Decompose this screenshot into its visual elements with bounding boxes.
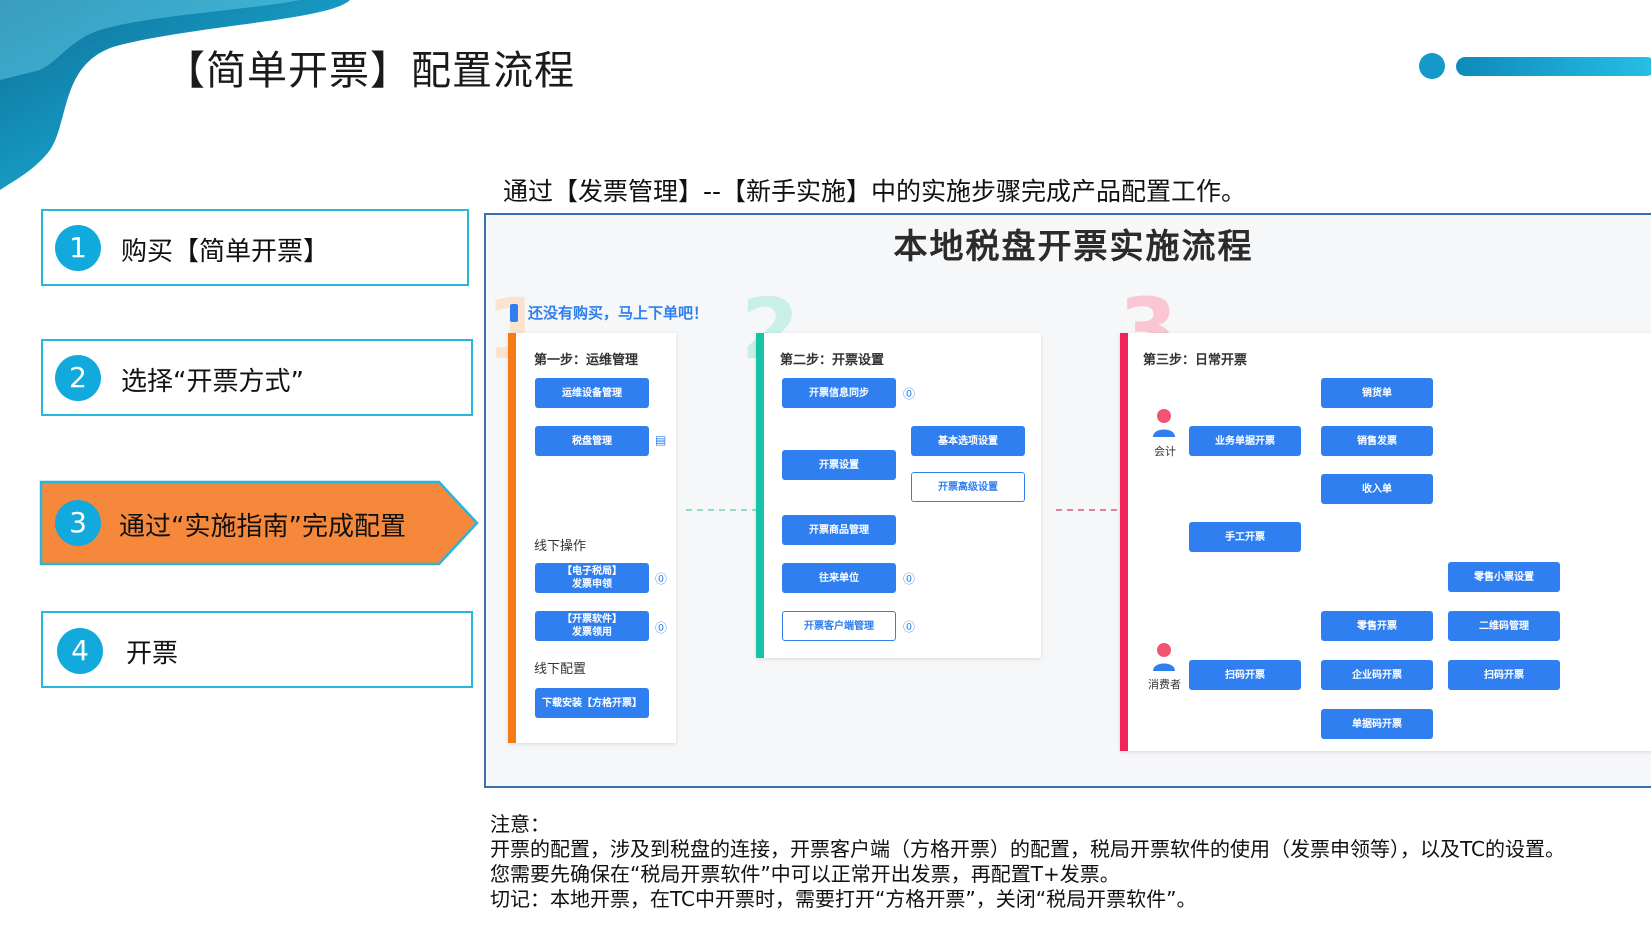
enterprise-code-invoice-button[interactable]: 企业码开票 [1321, 660, 1433, 690]
stage-2-card: 第二步：开票设置 开票信息同步 ⓪ 开票设置 基本选项设置 开票高级设置 开票商… [756, 333, 1041, 658]
help-icon[interactable]: ⓪ [655, 572, 668, 586]
offline-config-label: 线下配置 [534, 662, 587, 677]
calendar-icon[interactable]: ▤ [655, 433, 667, 447]
consumer-label: 消费者 [1148, 678, 1181, 691]
page-title: 【简单开票】配置流程 [165, 48, 575, 94]
help-icon[interactable]: ⓪ [903, 572, 916, 586]
notes-line-3: 切记：本地开票，在TC中开票时，需要打开“方格开票”，关闭“税局开票软件”。 [490, 887, 1197, 911]
partners-button[interactable]: 往来单位 [782, 563, 896, 593]
banner-marker [510, 304, 518, 322]
notes-line-2: 您需要先确保在“税局开票软件”中可以正常开出发票，再配置T+发票。 [490, 862, 1120, 886]
step-4-box[interactable]: 4 开票 [41, 611, 473, 688]
flow-diagram: 本地税盘开票实施流程 1 2 3 还没有购买，马上下单吧！ 第一步：运维管理 [484, 213, 1651, 788]
step-4-label: 开票 [126, 639, 179, 669]
retail-invoice-button[interactable]: 零售开票 [1321, 611, 1433, 641]
scan-invoice-2-button[interactable]: 扫码开票 [1448, 660, 1560, 690]
download-fangge-button[interactable]: 下载安装【方格开票】 [535, 688, 649, 718]
sales-invoice-button[interactable]: 销售发票 [1321, 426, 1433, 456]
header-dot [1419, 53, 1445, 79]
ops-device-button[interactable]: 运维设备管理 [535, 378, 649, 408]
step-3-active-shape [39, 480, 479, 566]
stage-1-heading: 第一步：运维管理 [534, 353, 639, 368]
invoice-software-button[interactable]: 【开票软件】 发票领用 [535, 611, 649, 641]
invoice-info-sync-button[interactable]: 开票信息同步 [782, 378, 896, 408]
notes-line-1: 开票的配置，涉及到税盘的连接，开票客户端（方格开票）的配置，税局开票软件的使用（… [490, 837, 1566, 861]
stage-2-bar [756, 333, 764, 658]
header-decoration [0, 0, 1651, 190]
qr-code-management-button[interactable]: 二维码管理 [1448, 611, 1560, 641]
header-bar [1456, 57, 1651, 76]
tax-disk-button[interactable]: 税盘管理 [535, 426, 649, 456]
doc-code-invoice-button[interactable]: 单据码开票 [1321, 709, 1433, 739]
step-1-label: 购买【简单开票】 [121, 237, 330, 267]
flow-title: 本地税盘开票实施流程 [893, 227, 1254, 267]
subtitle: 通过【发票管理】--【新手实施】中的实施步骤完成产品配置工作。 [503, 177, 1247, 206]
buy-banner-link[interactable]: 还没有购买，马上下单吧！ [528, 304, 709, 322]
step-4-number: 4 [57, 628, 103, 674]
step-1-number: 1 [55, 225, 101, 271]
step-1-box[interactable]: 1 购买【简单开票】 [41, 209, 469, 286]
basic-options-button[interactable]: 基本选项设置 [911, 426, 1025, 456]
stage-2-heading: 第二步：开票设置 [780, 353, 885, 368]
e-tax-apply-button[interactable]: 【电子税局】 发票申领 [535, 563, 649, 593]
stage-3-heading: 第三步：日常开票 [1143, 353, 1248, 368]
accountant-label: 会计 [1154, 445, 1176, 458]
offline-ops-label: 线下操作 [534, 539, 587, 554]
consumer-icon [1153, 643, 1175, 671]
help-icon[interactable]: ⓪ [903, 387, 916, 401]
retail-receipt-settings-button[interactable]: 零售小票设置 [1448, 562, 1560, 592]
client-management-button[interactable]: 开票客户端管理 [782, 611, 896, 641]
step-3-number: 3 [55, 500, 101, 546]
delivery-note-button[interactable]: 销货单 [1321, 378, 1433, 408]
step-2-label: 选择“开票方式” [121, 367, 304, 397]
wave-highlight [0, 0, 300, 80]
business-doc-invoice-button[interactable]: 业务单据开票 [1189, 426, 1301, 456]
advanced-settings-button[interactable]: 开票高级设置 [911, 472, 1025, 502]
stage-3-bar [1120, 333, 1128, 751]
scan-invoice-button[interactable]: 扫码开票 [1189, 660, 1301, 690]
stage-1-bar [508, 333, 516, 743]
step-3-label: 通过“实施指南”完成配置 [119, 512, 406, 542]
invoice-settings-button[interactable]: 开票设置 [782, 450, 896, 480]
step-2-number: 2 [55, 355, 101, 401]
wave-shape [0, 0, 350, 190]
step-3-box[interactable]: 3 通过“实施指南”完成配置 [41, 482, 441, 564]
help-icon[interactable]: ⓪ [903, 620, 916, 634]
help-icon[interactable]: ⓪ [655, 621, 668, 635]
stage-1-card: 第一步：运维管理 运维设备管理 税盘管理 ▤ 线下操作 【电子税局】 发票申领 … [508, 333, 676, 743]
notes-heading: 注意： [490, 812, 550, 836]
income-note-button[interactable]: 收入单 [1321, 474, 1433, 504]
step-2-box[interactable]: 2 选择“开票方式” [41, 339, 473, 416]
notes-section: 注意： 开票的配置，涉及到税盘的连接，开票客户端（方格开票）的配置，税局开票软件… [490, 812, 1565, 912]
manual-invoice-button[interactable]: 手工开票 [1189, 522, 1301, 552]
product-management-button[interactable]: 开票商品管理 [782, 515, 896, 545]
accountant-icon [1153, 409, 1175, 437]
